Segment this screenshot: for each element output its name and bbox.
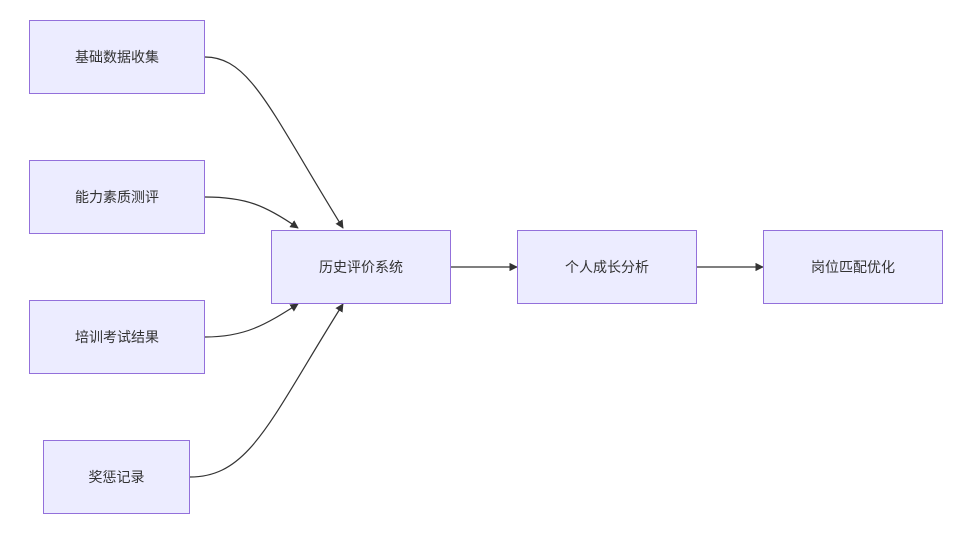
node-basic-data-collection: 基础数据收集 [29,20,205,94]
node-label: 基础数据收集 [75,50,159,66]
node-training-exam-results: 培训考试结果 [29,300,205,374]
node-label: 奖惩记录 [88,470,145,486]
node-history-evaluation-system: 历史评价系统 [271,230,451,304]
edge-training-exam-to-history-system [204,303,299,338]
node-label: 培训考试结果 [75,330,159,346]
node-personal-growth-analysis: 个人成长分析 [517,230,697,304]
node-rewards-records: 奖惩记录 [43,440,190,514]
node-label: 能力素质测评 [75,190,159,206]
edge-basic-data-to-history-system [204,56,344,229]
edge-ability-test-to-history-system [204,196,299,229]
edge-rewards-to-history-system [189,303,344,478]
node-label: 岗位匹配优化 [811,260,895,276]
node-label: 历史评价系统 [319,260,403,276]
node-label: 个人成长分析 [565,260,649,276]
node-ability-assessment: 能力素质测评 [29,160,205,234]
node-position-match-optimization: 岗位匹配优化 [763,230,943,304]
